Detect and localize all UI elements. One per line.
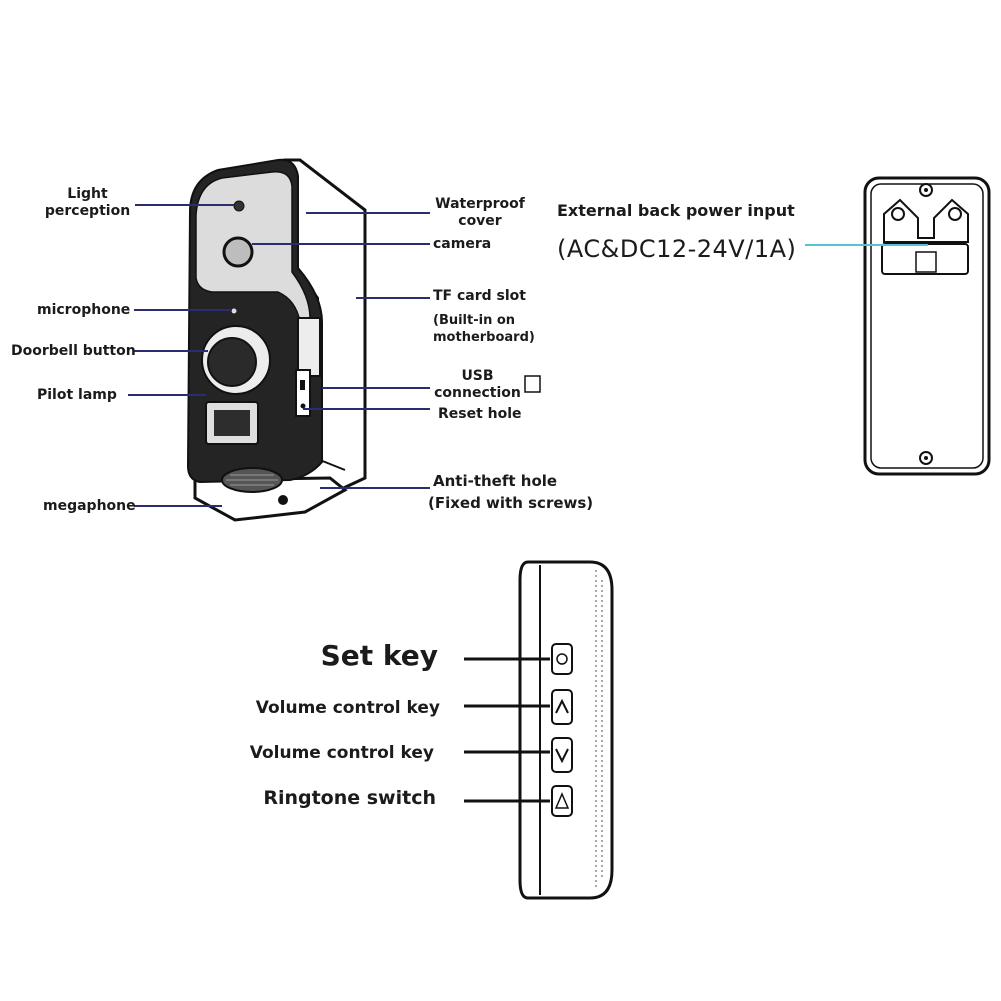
label-tf-card-note-line1: (Built-in on (433, 313, 516, 328)
label-ringtone-switch: Ringtone switch (263, 787, 436, 809)
label-power-input-title: External back power input (557, 201, 795, 220)
label-waterproof-cover: Waterproof cover (425, 196, 535, 230)
usb-marker-box (524, 375, 541, 393)
label-power-input-spec: (AC&DC12-24V/1A) (557, 235, 797, 263)
label-pilot-lamp: Pilot lamp (37, 387, 117, 403)
back-plate-unit (863, 176, 991, 476)
label-waterproof-cover-line1: Waterproof (435, 196, 525, 212)
label-volume-up-key: Volume control key (255, 698, 440, 718)
label-light-perception-line1: Light (67, 186, 108, 202)
chime-leader-lines (464, 657, 550, 803)
chime-body (518, 560, 614, 900)
ringtone-switch-button (551, 785, 573, 817)
doorbell-visor (195, 171, 311, 324)
volume-down-button (551, 737, 573, 773)
label-microphone: microphone (37, 302, 131, 318)
megaphone-grille-lines (226, 474, 278, 486)
label-camera: camera (433, 236, 492, 252)
power-bracket (883, 198, 969, 243)
label-usb-connection-line2: connection (434, 385, 521, 401)
label-anti-theft-note: (Fixed with screws) (428, 494, 594, 512)
label-megaphone: megaphone (43, 498, 136, 514)
volume-up-button (551, 689, 573, 725)
pilot-lamp-inner (214, 410, 250, 436)
light-sensor (233, 200, 245, 212)
label-usb-connection-line1: USB (461, 368, 494, 384)
label-anti-theft-hole: Anti-theft hole (433, 472, 558, 490)
doorbell-button (207, 337, 257, 387)
label-tf-card-note: (Built-in on motherboard) (433, 312, 535, 346)
label-usb-connection: USB connection (430, 368, 525, 402)
label-set-key: Set key (320, 639, 438, 672)
label-doorbell-button: Doorbell button (11, 343, 136, 359)
microphone-hole (231, 308, 237, 314)
usb-port-slot (300, 380, 305, 390)
reset-hole (300, 403, 306, 409)
label-waterproof-cover-line2: cover (458, 213, 502, 229)
anti-theft-hole (278, 495, 288, 505)
label-volume-down-key: Volume control key (249, 743, 434, 763)
label-reset-hole: Reset hole (438, 406, 522, 422)
tf-card-slot (297, 317, 321, 377)
camera-lens (222, 236, 254, 268)
label-tf-card-slot: TF card slot (433, 288, 526, 304)
label-light-perception-line2: perception (44, 203, 131, 219)
usb-port (295, 369, 311, 417)
label-light-perception: Light perception (40, 186, 135, 220)
set-key-button (551, 643, 573, 675)
label-tf-card-note-line2: motherboard) (433, 330, 535, 345)
front-leader-lines (128, 204, 430, 507)
chime-unit (518, 560, 614, 900)
